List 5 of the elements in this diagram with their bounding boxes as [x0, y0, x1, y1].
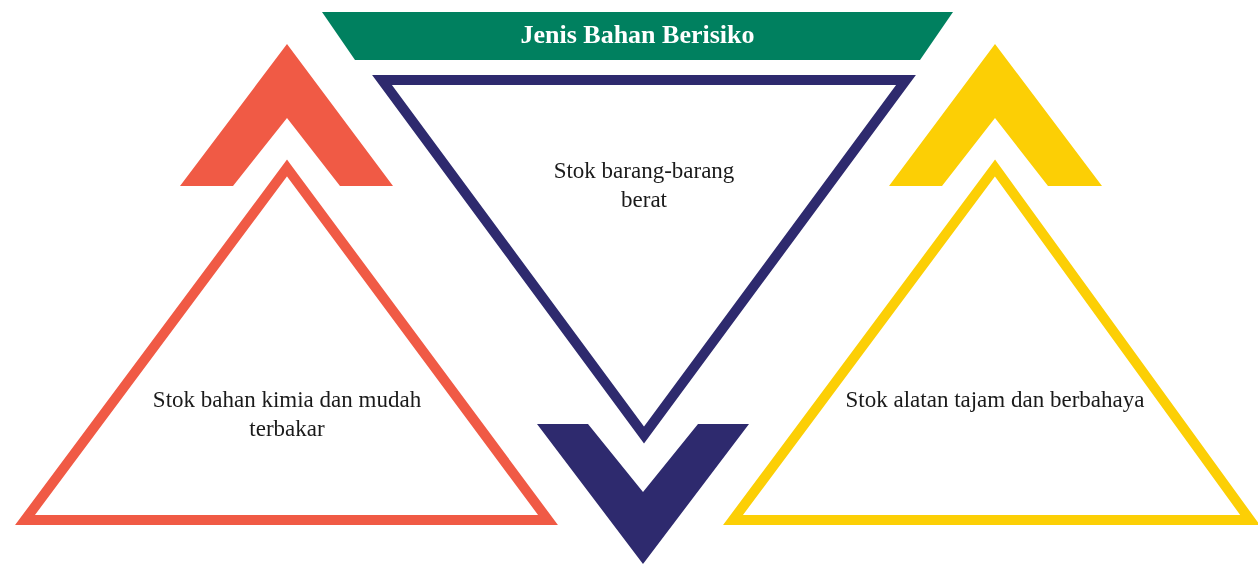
triangle-label: Stok alatan tajam dan berbahaya	[844, 386, 1146, 414]
title-band	[322, 12, 953, 60]
band-title: Jenis Bahan Berisiko	[519, 19, 756, 51]
triangle-label: Stok bahan kimia dan mudah terbakar	[151, 386, 423, 443]
triangle-label: Stok barang-barang berat	[552, 157, 736, 214]
